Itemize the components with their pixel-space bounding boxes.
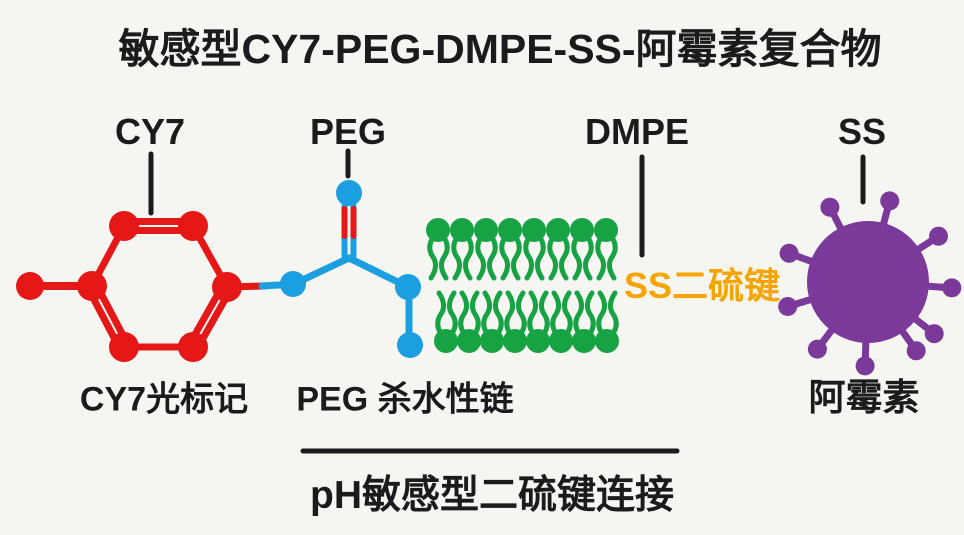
peg-atom xyxy=(280,271,306,297)
doxorubicin-sphere xyxy=(807,221,929,343)
ss-label: SS xyxy=(837,111,887,152)
cy7-label: CY7 xyxy=(114,111,186,152)
lipid-unit xyxy=(572,293,596,353)
cy7-atom xyxy=(178,332,208,362)
peg-atom xyxy=(336,180,362,206)
lipid-unit xyxy=(457,293,481,353)
dox-caption: 阿霉素 xyxy=(808,377,920,418)
peg-caption: PEG 杀水性链 xyxy=(296,380,514,419)
footer-caption: pH敏感型二硫键连接 xyxy=(310,474,674,517)
cy7-atom xyxy=(178,211,208,241)
lipid-unit xyxy=(474,218,498,278)
lipid-unit xyxy=(594,218,618,278)
lipid-unit xyxy=(522,218,546,278)
lipid-unit xyxy=(450,218,474,278)
cy7-atom xyxy=(77,271,107,301)
lipid-unit xyxy=(526,293,550,353)
diagram-title: 敏感型CY7-PEG-DMPE-SS-阿霉素复合物 xyxy=(118,26,882,72)
lipid-unit xyxy=(498,218,522,278)
ss-bond-annotation: SS二硫键 xyxy=(623,265,781,306)
lipid-unit xyxy=(480,293,504,353)
lipid-unit xyxy=(570,218,594,278)
doxorubicin-spikes xyxy=(778,191,962,376)
cy7-structure xyxy=(16,211,268,362)
dmpe-label: DMPE xyxy=(584,111,690,152)
lipid-unit xyxy=(546,218,570,278)
lipid-unit xyxy=(549,293,573,353)
cy7-atom xyxy=(16,272,44,300)
peg-atom xyxy=(397,332,423,358)
peg-structure xyxy=(258,180,423,358)
dmpe-bilayer xyxy=(426,218,619,353)
cy7-atom xyxy=(109,211,139,241)
lipid-unit xyxy=(595,293,619,353)
cy7-atom xyxy=(109,332,139,362)
label-connectors xyxy=(148,148,866,454)
cy7-caption: CY7光标记 xyxy=(79,380,249,419)
dmpe-top-leaflet xyxy=(426,218,618,278)
dmpe-bottom-leaflet xyxy=(434,293,619,353)
peg-label: PEG xyxy=(309,111,387,152)
cy7-atom xyxy=(212,272,242,302)
lipid-unit xyxy=(426,218,450,278)
lipid-unit xyxy=(434,293,458,353)
doxorubicin-structure xyxy=(778,191,962,376)
lipid-unit xyxy=(503,293,527,353)
peg-atom xyxy=(395,274,421,300)
